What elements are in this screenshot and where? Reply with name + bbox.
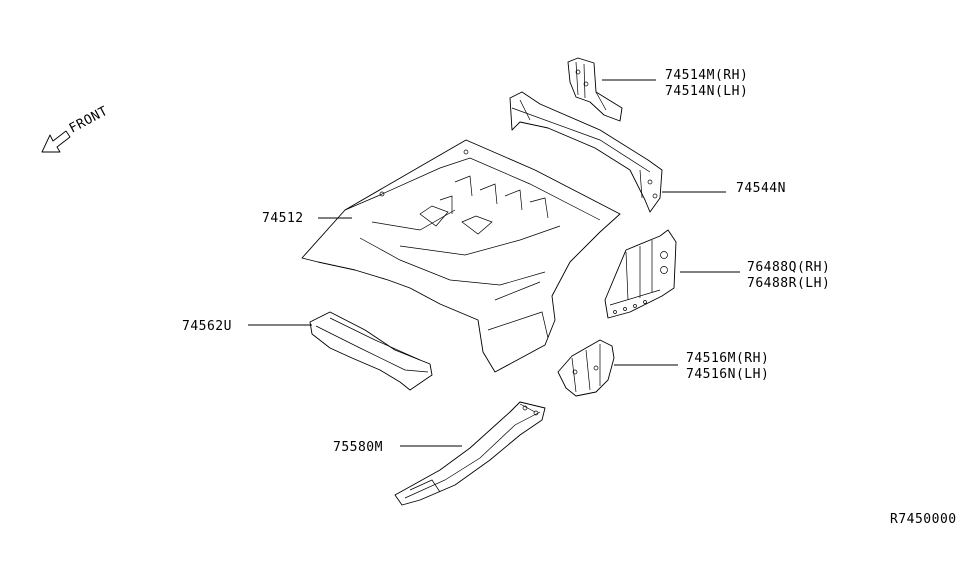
part-74514-bracket bbox=[567, 57, 623, 122]
part-label-76488-rh: 76488Q(RH) bbox=[747, 260, 830, 275]
part-labels: 74514M(RH) 74514N(LH) 74544N 74512 76488… bbox=[182, 68, 830, 455]
leader-lines bbox=[248, 79, 740, 447]
part-74544-crossmember bbox=[509, 91, 663, 213]
part-75580-long-member bbox=[394, 401, 546, 506]
part-label-74544: 74544N bbox=[736, 181, 786, 196]
part-76488-side-panel bbox=[604, 229, 677, 319]
part-label-75580: 75580M bbox=[333, 440, 383, 455]
part-label-74516-rh: 74516M(RH) bbox=[686, 351, 769, 366]
part-74562-side-member bbox=[309, 311, 433, 391]
part-label-74516-lh: 74516N(LH) bbox=[686, 367, 769, 382]
part-74516-bracket bbox=[557, 339, 615, 397]
part-label-76488-lh: 76488R(LH) bbox=[747, 276, 830, 291]
arrow-front-icon bbox=[41, 130, 71, 153]
front-direction-indicator: FRONT bbox=[41, 104, 111, 153]
diagram-code: R7450000 bbox=[890, 512, 957, 527]
part-74512-floor-panel bbox=[301, 139, 621, 373]
part-label-74562: 74562U bbox=[182, 319, 232, 334]
front-label: FRONT bbox=[67, 104, 111, 137]
part-label-74512: 74512 bbox=[262, 211, 304, 226]
part-label-74514-rh: 74514M(RH) bbox=[665, 68, 748, 83]
part-label-74514-lh: 74514N(LH) bbox=[665, 84, 748, 99]
